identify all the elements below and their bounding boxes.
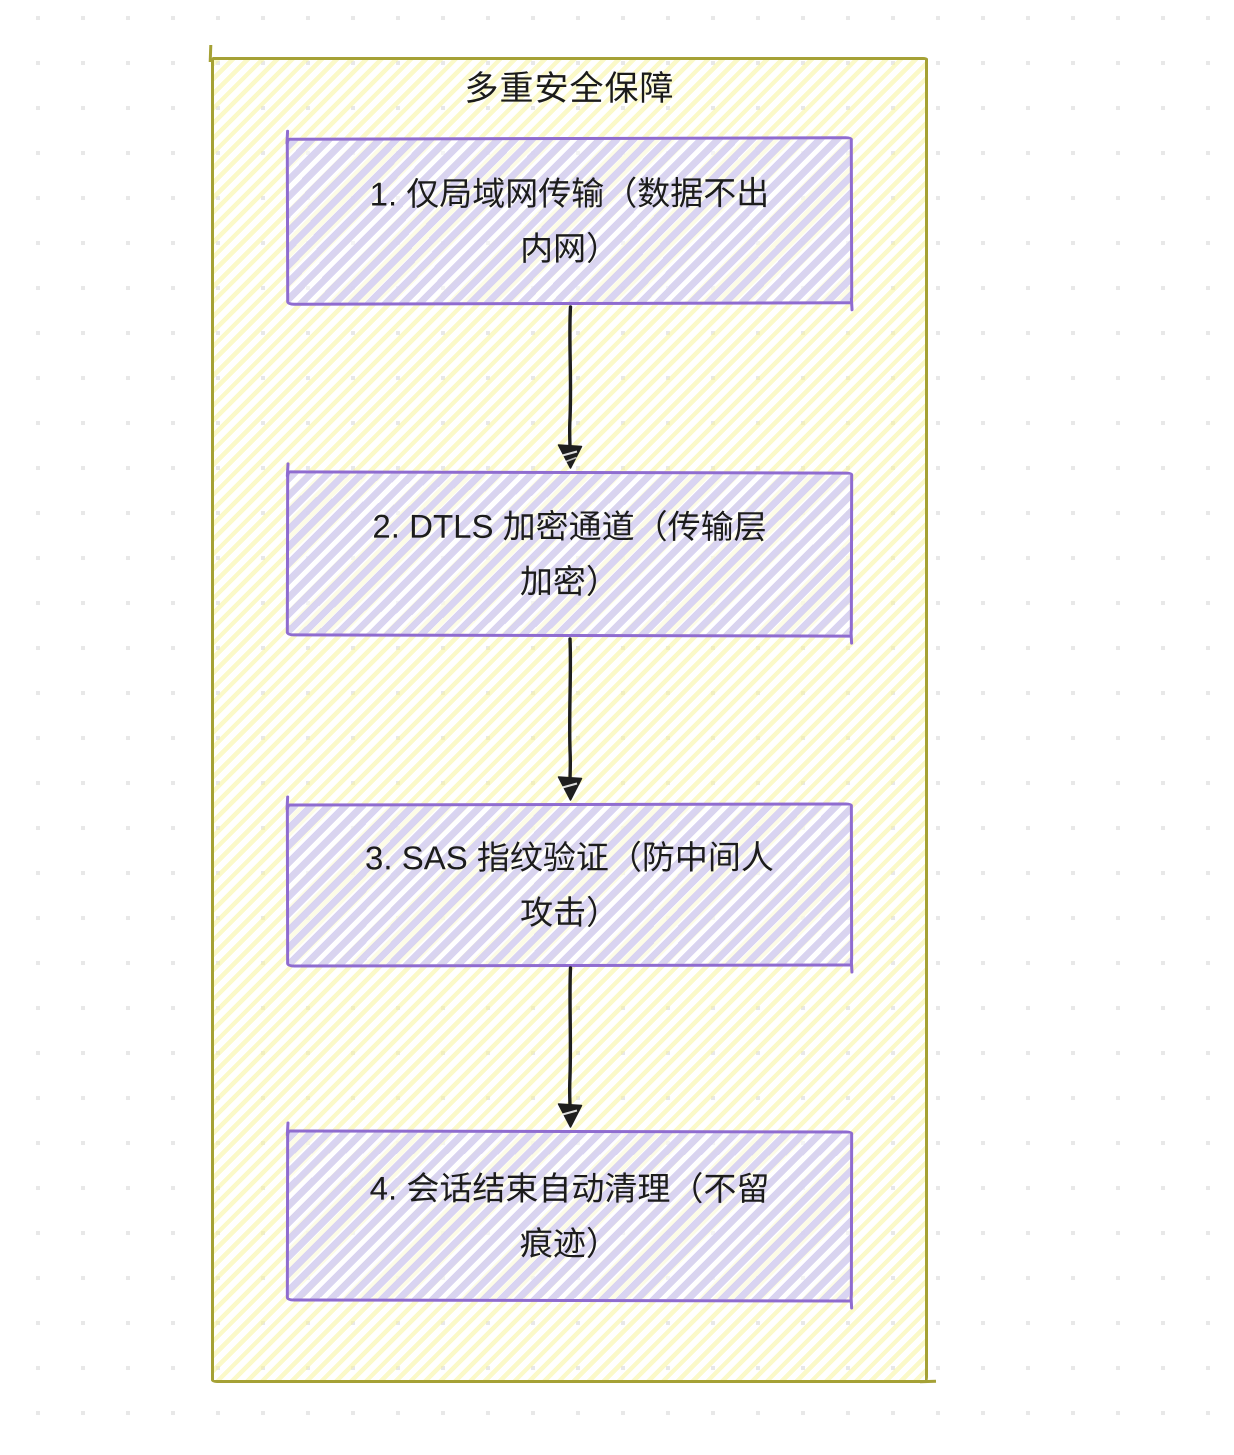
frame-corner-stroke-top-left	[208, 44, 213, 63]
step-4-text-line-2: 痕迹）	[519, 1224, 619, 1263]
flow-arrow-2	[557, 637, 583, 801]
step-box-1: 1. 仅局域网传输（数据不出 内网）	[285, 136, 854, 306]
step-3-text-line-1: 3. SAS 指纹验证（防中间人	[364, 838, 774, 877]
step-2-text-line-1: 2. DTLS 加密通道（传输层	[372, 507, 767, 546]
diagram-title: 多重安全保障	[464, 70, 675, 108]
step-2-text-line-2: 加密）	[519, 562, 619, 601]
frame-corner-stroke-bottom-right	[919, 1379, 937, 1384]
flow-arrow-1	[557, 305, 583, 469]
step-box-3: 3. SAS 指纹验证（防中间人 攻击）	[285, 802, 854, 968]
flow-arrow-3	[557, 966, 583, 1128]
step-box-2: 2. DTLS 加密通道（传输层 加密）	[285, 470, 854, 638]
step-1-text-line-2: 内网）	[520, 229, 620, 268]
step-box-4: 4. 会话结束自动清理（不留 痕迹）	[285, 1129, 854, 1303]
step-3-text-line-2: 攻击）	[520, 893, 620, 932]
step-4-text-line-1: 4. 会话结束自动清理（不留	[369, 1169, 770, 1208]
step-1-text-line-1: 1. 仅局域网传输（数据不出	[369, 174, 770, 213]
